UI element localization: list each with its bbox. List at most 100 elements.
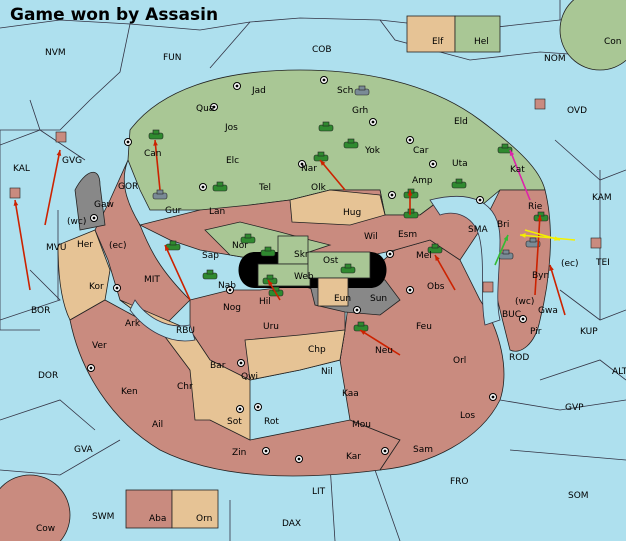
land-label: Uta [452, 159, 468, 169]
game-title: Game won by Assasin [10, 5, 218, 25]
sea-label: GVA [74, 445, 94, 455]
supply-center-dot [300, 162, 304, 166]
sea-label: Cow [36, 524, 55, 534]
supply-centers [87, 76, 527, 463]
land-label: Ark [125, 319, 141, 329]
army-tank[interactable] [497, 143, 513, 154]
corner-con[interactable] [559, 0, 626, 71]
army-tank[interactable] [240, 233, 256, 244]
grey-gaw [74, 172, 106, 231]
supply-marker [9, 187, 21, 199]
sea-sma [429, 196, 501, 326]
land-label: Rot [264, 417, 279, 427]
aba-box[interactable] [125, 489, 173, 529]
land-label: Grh [352, 106, 368, 116]
sea-label: BOR [31, 306, 50, 316]
land-label: Los [460, 411, 475, 421]
supply-center-dot [235, 84, 239, 88]
supply-center-dot [89, 366, 93, 370]
skr-region[interactable] [277, 235, 309, 265]
corner-cow[interactable] [0, 474, 71, 541]
army-tank[interactable] [403, 208, 419, 219]
land-label: Ken [121, 387, 138, 397]
army-tank[interactable] [318, 121, 334, 132]
land-label: Jad [251, 86, 266, 96]
order-arrow [154, 139, 161, 191]
land-label: Skr [294, 250, 309, 260]
land-label: Sam [413, 445, 433, 455]
order-arrow [524, 229, 561, 241]
order-arrow [44, 149, 61, 226]
hel-box[interactable] [454, 15, 501, 53]
supply-center-dot [228, 288, 232, 292]
orn-box[interactable] [171, 489, 219, 529]
land-label: Nog [223, 303, 241, 313]
arrow-head [503, 235, 508, 241]
supply-center-dot [115, 286, 119, 290]
supply-center-dot [297, 457, 301, 461]
fleet-ship[interactable] [525, 237, 541, 248]
supply-center-dot [355, 308, 359, 312]
land-label: Hel [474, 37, 489, 47]
land-label: Kaa [342, 389, 359, 399]
sea-label: FRO [450, 477, 469, 487]
arrow-head [320, 160, 326, 166]
army-tank[interactable] [212, 181, 228, 192]
elf-box[interactable] [406, 15, 456, 53]
supply-center-dot [491, 395, 495, 399]
fleet-ship[interactable] [152, 189, 168, 200]
land-label: Feu [416, 322, 432, 332]
land-label: Sun [370, 294, 387, 304]
supply-marker [534, 98, 546, 110]
army-tank[interactable] [451, 178, 467, 189]
land-label: Car [413, 146, 429, 156]
land-label: Mel [416, 251, 432, 261]
army-tank[interactable] [262, 274, 278, 285]
tan-hug[interactable] [289, 189, 386, 226]
land-label: Chp [308, 345, 326, 355]
supply-center-dot [390, 193, 394, 197]
fleet-ship[interactable] [498, 249, 514, 260]
army-tank[interactable] [353, 321, 369, 332]
sea-label: SWM [92, 512, 114, 522]
sea-label: (wc) [67, 217, 86, 227]
land-label: Nil [321, 367, 333, 377]
arrow-head [360, 330, 366, 335]
arrow-head [509, 150, 515, 156]
army-tank[interactable] [427, 243, 443, 254]
tan-south[interactable] [119, 299, 251, 441]
supply-center-dot [371, 120, 375, 124]
army-tank[interactable] [340, 263, 356, 274]
fleet-ship[interactable] [354, 85, 370, 96]
land-label: Esm [398, 230, 417, 240]
sea-label: BUC [502, 310, 521, 320]
eun-region[interactable] [317, 277, 349, 307]
supply-center-dot [388, 252, 392, 256]
land-label: Chr [177, 382, 193, 392]
order-arrow [509, 149, 531, 201]
army-tank[interactable] [343, 138, 359, 149]
land-label: Bar [210, 361, 226, 371]
sea-label: DOR [38, 371, 58, 381]
army-tank[interactable] [148, 129, 164, 140]
army-tank[interactable] [260, 246, 276, 257]
sea-label: GOR [118, 182, 138, 192]
ost-region[interactable] [307, 251, 371, 279]
sea-label: RBU [176, 326, 195, 336]
sea-label: NVM [45, 48, 66, 58]
land-label: Yok [364, 146, 381, 156]
arrow-head [554, 236, 560, 241]
arrow-head [13, 200, 19, 206]
tan-center[interactable] [244, 329, 346, 381]
supply-center-dot [431, 162, 435, 166]
sea-label: ROD [509, 353, 529, 363]
army-tank[interactable] [202, 269, 218, 280]
land-label: Kor [89, 282, 104, 292]
arrow-head [56, 150, 62, 156]
order-arrow [14, 199, 31, 291]
arrow-head [153, 140, 158, 146]
order-arrow [164, 244, 191, 301]
land-label: Web [294, 272, 314, 282]
